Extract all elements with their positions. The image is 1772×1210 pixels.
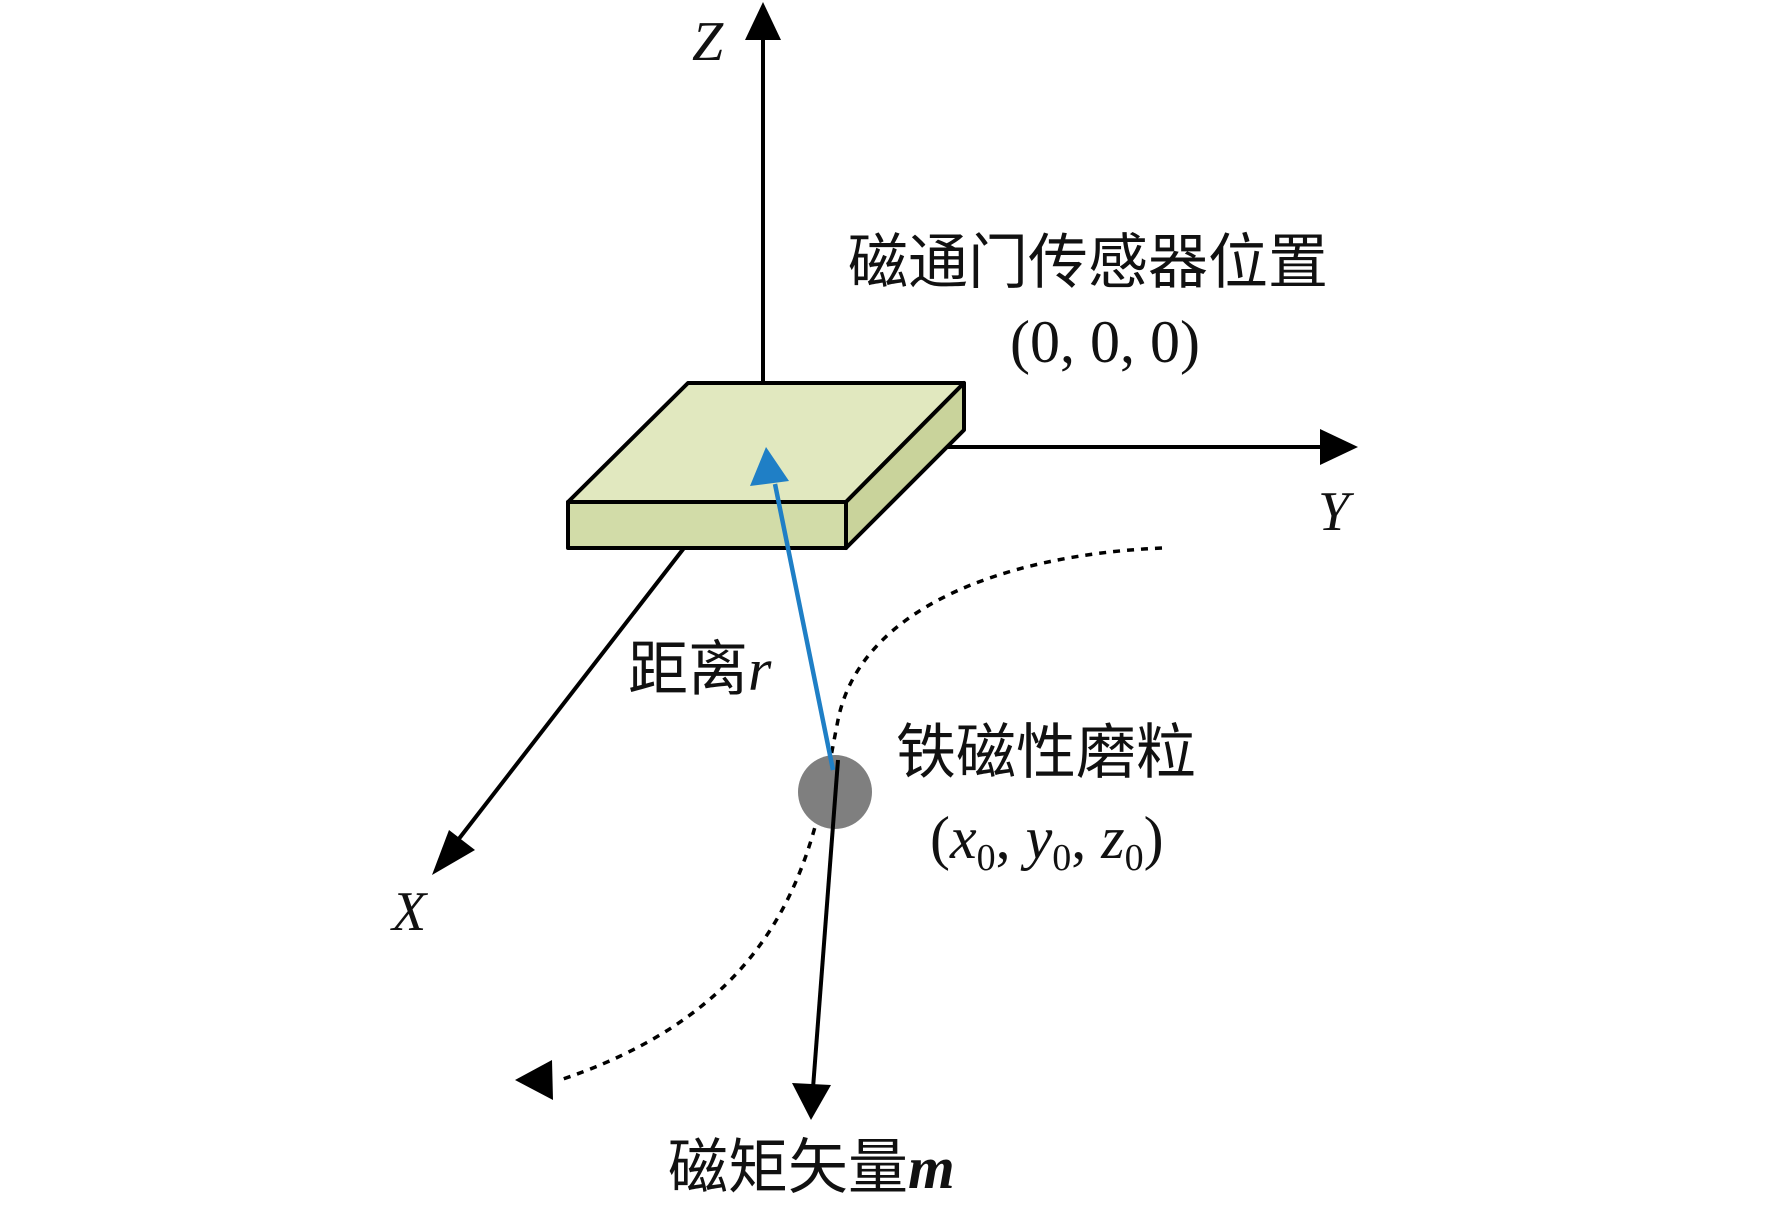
sensor-side-face — [844, 381, 966, 550]
moment-label: 磁矩矢量m — [668, 1133, 955, 1203]
x-axis-arrowhead — [432, 830, 475, 875]
y-axis-arrowhead — [1320, 429, 1358, 465]
sensor-coord: (0, 0, 0) — [1010, 309, 1200, 375]
trajectory-path — [559, 546, 1163, 1082]
distance-arrow-line — [772, 483, 836, 771]
distance-label: 距离r — [628, 635, 772, 705]
trajectory-arrowhead — [515, 1060, 553, 1100]
distance-arrowhead — [750, 447, 789, 486]
x-axis-line — [456, 546, 686, 842]
sensor-front-face — [566, 500, 848, 550]
particle-label: 铁磁性磨粒 — [896, 718, 1196, 788]
moment-arrowhead — [792, 1083, 831, 1120]
z-axis-arrowhead — [745, 2, 781, 40]
x-axis-label: X — [390, 881, 429, 943]
y-axis-label: Y — [1318, 481, 1355, 543]
particle-coord: (x0, y0, z0) — [930, 805, 1164, 879]
moment-arrow-line — [811, 759, 840, 1089]
z-axis-label: Z — [692, 11, 724, 73]
sensor-label: 磁通门传感器位置 — [848, 228, 1328, 298]
